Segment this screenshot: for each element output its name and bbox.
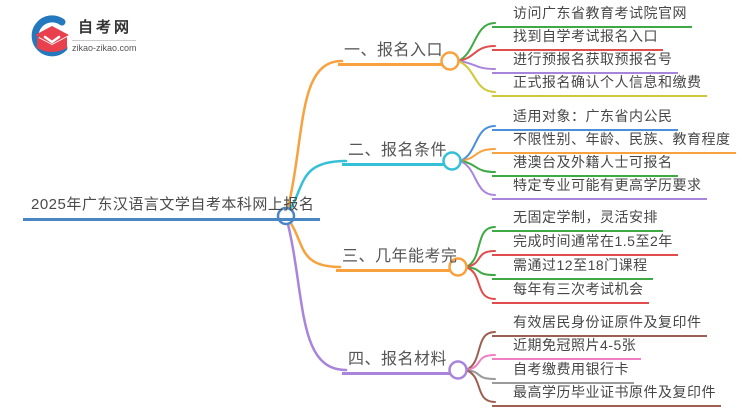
graduation-cap-logo-icon [31, 15, 69, 57]
branch-node-circle[interactable] [442, 151, 462, 171]
leaf-node[interactable]: 适用对象：广东省内公民 [492, 106, 678, 131]
logo-divider [72, 40, 136, 41]
branch-node-circle[interactable] [448, 360, 468, 380]
connector-curve [459, 160, 496, 196]
leaf-node[interactable]: 自考缴费用银行卡 [492, 359, 634, 384]
leaf-node[interactable]: 最高学历毕业证书原件及复印件 [492, 382, 721, 407]
branch-node[interactable]: 二、报名条件 [342, 136, 447, 166]
connector-curve [457, 60, 496, 93]
connector-curve [459, 125, 496, 162]
logo-domain: zikao-zikao.com [72, 43, 137, 53]
logo-title: 自考网 [78, 19, 133, 36]
connector-curve [457, 60, 496, 70]
branch-node-circle[interactable] [440, 51, 460, 71]
leaf-node[interactable]: 特定专业可能有更高学历要求 [492, 175, 707, 200]
leaf-node[interactable]: 找到自学考试报名入口 [492, 26, 663, 51]
connector-curve [465, 226, 496, 268]
connector-curve [457, 22, 496, 62]
connector-curve [459, 160, 496, 173]
leaf-node[interactable]: 需通过12至18门课程 [492, 255, 653, 280]
leaf-node[interactable]: 访问广东省教育考试院官网 [492, 3, 692, 28]
connector-curve [465, 250, 496, 268]
branch-node[interactable]: 一、报名入口 [338, 36, 443, 66]
leaf-node[interactable]: 每年有三次考试机会 [492, 279, 649, 304]
leaf-node[interactable]: 有效居民身份证原件及复印件 [492, 312, 707, 337]
connector-curve [465, 354, 496, 371]
leaf-node[interactable]: 进行预报名获取预报名号 [492, 49, 678, 74]
leaf-node[interactable]: 正式报名确认个人信息和缴费 [492, 72, 707, 97]
connector-curve [284, 214, 342, 269]
connector-curve [465, 369, 496, 380]
branch-node-circle[interactable] [448, 257, 468, 277]
leaf-node[interactable]: 不限性别、年龄、民族、教育程度 [492, 129, 736, 154]
branch-node[interactable]: 四、报名材料 [342, 345, 450, 375]
connector-curve [465, 266, 496, 276]
connector-curve [457, 45, 496, 62]
leaf-node[interactable]: 港澳台及外籍人士可报名 [492, 152, 678, 177]
leaf-node[interactable]: 完成时间通常在1.5至2年 [492, 231, 678, 256]
central-topic-node[interactable]: 2025年广东汉语言文学自考本科网上报名 [23, 193, 321, 221]
connector-curve [284, 214, 348, 372]
leaf-node[interactable]: 无固定学制，灵活安排 [492, 207, 663, 232]
connector-curve [284, 159, 348, 218]
connector-curve [465, 266, 496, 300]
connector-curve [465, 331, 496, 371]
connector-curve [465, 369, 496, 403]
connector-curve [459, 148, 496, 162]
site-logo[interactable]: 自考网 zikao-zikao.com [28, 12, 178, 62]
branch-node[interactable]: 三、几年能考完 [336, 242, 457, 272]
leaf-node[interactable]: 近期免冠照片4-5张 [492, 335, 642, 360]
connector-curve [284, 59, 344, 218]
